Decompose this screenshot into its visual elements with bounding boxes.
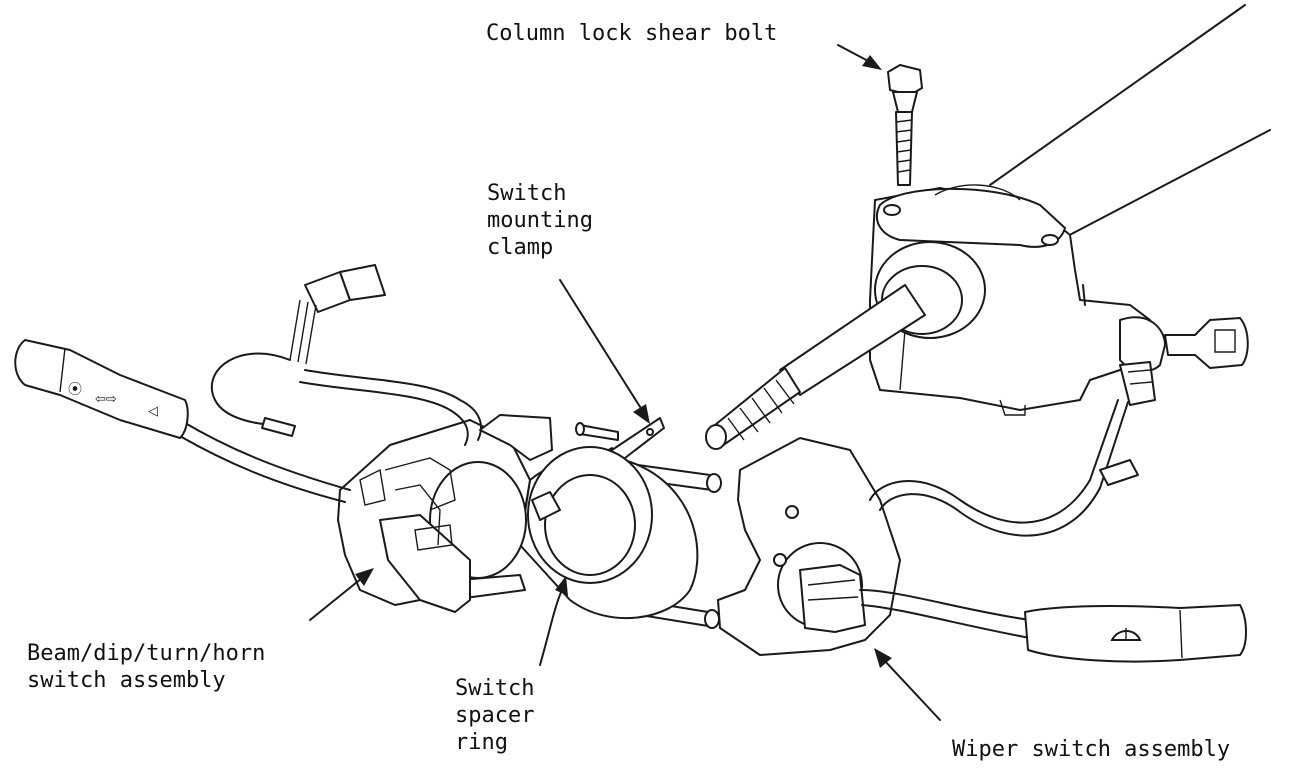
label-line: switch assembly bbox=[27, 668, 226, 693]
wiper-switch-assembly bbox=[717, 399, 1247, 663]
steering-column bbox=[989, 4, 1271, 241]
switch-spacer-ring bbox=[519, 446, 699, 620]
label-line: spacer bbox=[455, 703, 535, 728]
label-switch-spacer-ring: Switch spacer ring bbox=[455, 675, 534, 756]
label-beam-switch-assembly: Beam/dip/turn/horn switch assembly bbox=[27, 640, 265, 694]
shear-bolt bbox=[887, 64, 923, 186]
label-line: Switch bbox=[455, 676, 535, 701]
beam-switch-assembly: ⦿ ⇦⇨ ◁ bbox=[14, 264, 553, 613]
label-line: mounting bbox=[487, 208, 593, 233]
steering-shaft bbox=[705, 284, 926, 450]
horn-symbol-icon: ◁ bbox=[148, 404, 158, 419]
column-lock-housing bbox=[869, 184, 1161, 416]
label-column-lock-shear-bolt: Column lock shear bolt bbox=[486, 21, 778, 46]
ignition-key bbox=[1119, 316, 1249, 406]
label-line: Beam/dip/turn/horn bbox=[27, 641, 266, 666]
label-line: ring bbox=[455, 730, 508, 755]
label-switch-mounting-clamp: Switch mounting clamp bbox=[487, 180, 593, 261]
turn-arrows-icon: ⇦⇨ bbox=[95, 392, 117, 407]
label-line: Switch bbox=[487, 181, 567, 206]
label-line: clamp bbox=[487, 235, 554, 260]
label-wiper-switch-assembly: Wiper switch assembly bbox=[952, 737, 1231, 762]
leader-lines bbox=[309, 44, 941, 721]
headlight-symbol-icon: ⦿ bbox=[68, 382, 82, 398]
